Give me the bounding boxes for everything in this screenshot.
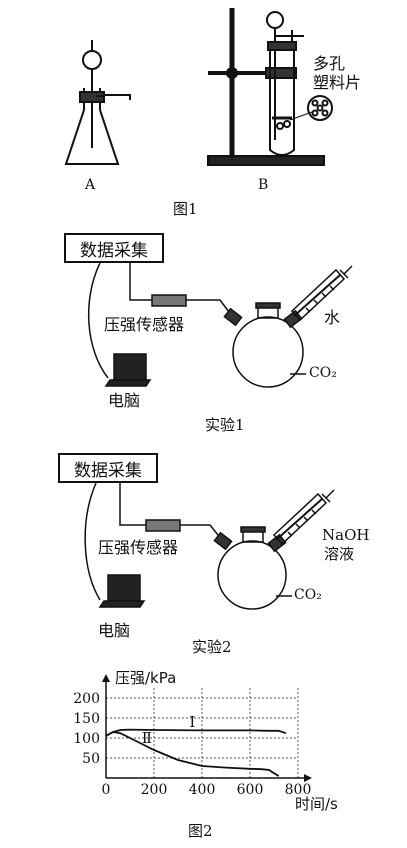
figure1-drawing — [64, 8, 333, 166]
y-tick-label: 150 — [73, 711, 100, 727]
y-tick-label: 50 — [82, 751, 100, 767]
computer-label-2: 电脑 — [98, 621, 131, 640]
computer-label-1: 电脑 — [108, 391, 141, 410]
apparatus-b-label: B — [258, 177, 269, 193]
figure1-caption: 图1 — [173, 200, 198, 218]
water-label: 水 — [324, 308, 341, 327]
x-tick-label: 400 — [189, 782, 216, 798]
series-label-2: Ⅱ — [142, 729, 152, 747]
pressure-sensor-label-2: 压强传感器 — [98, 538, 179, 557]
perforated-plate-label-line1: 多孔 — [313, 54, 346, 73]
experiment2-drawing — [84, 482, 335, 610]
co2-label-1: CO₂ — [309, 365, 337, 381]
co2-label-2: CO₂ — [294, 587, 322, 603]
erlenmeyer-flask-a — [64, 40, 131, 165]
experiment1-drawing — [87, 262, 353, 388]
series-line-1 — [105, 728, 287, 737]
y-tick-label: 200 — [73, 691, 100, 707]
perforated-plate-label-line2: 塑料片 — [313, 73, 362, 92]
chart-xlabel: 时间/s — [295, 795, 338, 813]
figure2-caption: 图2 — [188, 822, 213, 840]
chart-ylabel: 压强/kPa — [115, 669, 177, 687]
y-tick-label: 100 — [73, 731, 100, 747]
experiment2-caption: 实验2 — [192, 638, 232, 656]
experiment1-caption: 实验1 — [205, 416, 245, 434]
x-tick-label: 600 — [237, 782, 264, 798]
apparatus-b — [207, 8, 333, 166]
naoh-label-line1: NaOH — [322, 526, 370, 544]
y-axis-arrow — [102, 674, 110, 682]
naoh-label-line2: 溶液 — [324, 545, 355, 563]
x-axis-arrow — [304, 774, 312, 782]
x-tick-label: 800 — [285, 782, 312, 798]
x-tick-label: 0 — [102, 782, 111, 798]
pressure-sensor-label-1: 压强传感器 — [104, 315, 185, 334]
series-line-2 — [105, 731, 280, 777]
x-tick-label: 200 — [141, 782, 168, 798]
series-label-1: Ⅰ — [189, 713, 195, 731]
flask-a-label: A — [85, 177, 96, 193]
data-acquisition-box-2: 数据采集 — [58, 453, 158, 483]
data-acquisition-box-1: 数据采集 — [64, 233, 164, 263]
